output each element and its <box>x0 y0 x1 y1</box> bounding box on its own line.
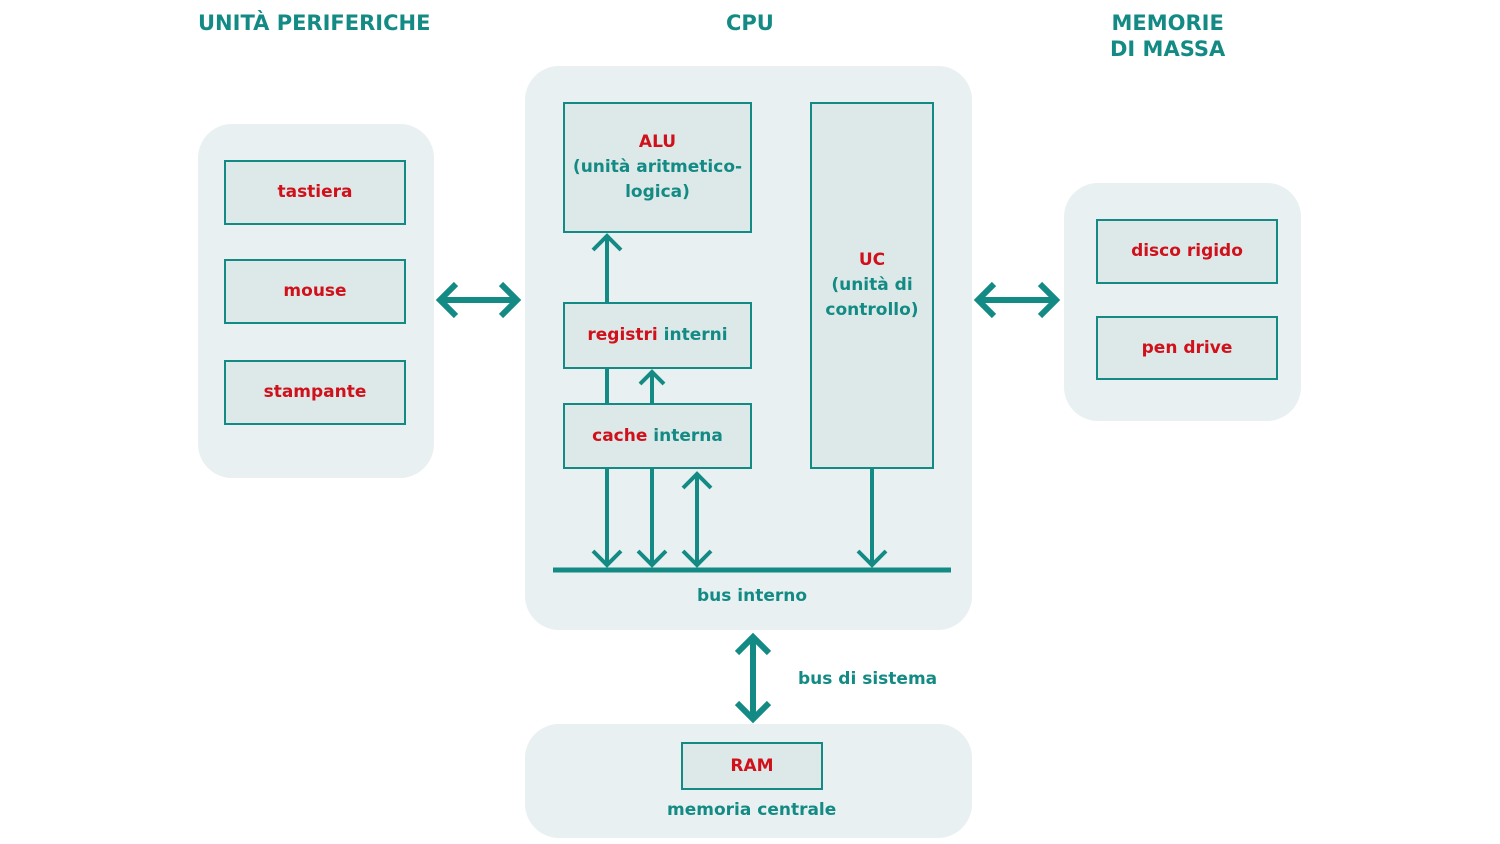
mass-storage-title-line1: MEMORIE <box>1111 11 1224 35</box>
hard-disk-box: disco rigido <box>1096 219 1278 284</box>
alu-desc-line2: logica) <box>625 182 690 202</box>
cpu-mass-storage-arrow <box>973 281 1061 319</box>
system-bus-label: bus di sistema <box>798 669 938 689</box>
peripherals-cpu-arrow <box>435 281 522 319</box>
hard-disk-label: disco rigido <box>1131 241 1243 261</box>
system-bus-arrow <box>734 632 772 724</box>
registers-box: registri interni <box>563 302 752 369</box>
cpu-title: CPU <box>726 11 774 35</box>
printer-label: stampante <box>263 382 367 402</box>
registers-label-teal: interni <box>657 325 728 345</box>
pen-drive-box: pen drive <box>1096 316 1278 380</box>
peripherals-title: UNITÀ PERIFERICHE <box>198 11 431 35</box>
mass-storage-title-line2: DI MASSA <box>1110 37 1226 61</box>
keyboard-box: tastiera <box>224 160 406 225</box>
mass-storage-title: MEMORIE DI MASSA <box>1110 10 1225 62</box>
internal-bus-label: bus interno <box>697 586 808 606</box>
uc-box: UC (unità di controllo) <box>810 102 934 469</box>
alu-box: ALU (unità aritmetico- logica) <box>563 102 752 233</box>
registers-label-red: registri <box>587 325 658 345</box>
cache-box: cache interna <box>563 403 752 469</box>
uc-desc-line2: controllo) <box>825 300 919 320</box>
alu-desc-line1: (unità aritmetico- <box>572 157 743 177</box>
uc-title: UC <box>858 250 886 270</box>
alu-title: ALU <box>638 132 677 152</box>
uc-desc-line1: (unità di <box>831 275 913 295</box>
ram-label: RAM <box>730 755 774 776</box>
pen-drive-label: pen drive <box>1141 337 1233 358</box>
memory-central-label: memoria centrale <box>667 800 837 820</box>
keyboard-label: tastiera <box>277 182 353 202</box>
cache-label-teal: interna <box>647 425 723 446</box>
printer-box: stampante <box>224 360 406 425</box>
ram-box: RAM <box>681 742 823 790</box>
mouse-label: mouse <box>283 281 347 301</box>
mouse-box: mouse <box>224 259 406 324</box>
cache-label-red: cache <box>592 425 648 446</box>
